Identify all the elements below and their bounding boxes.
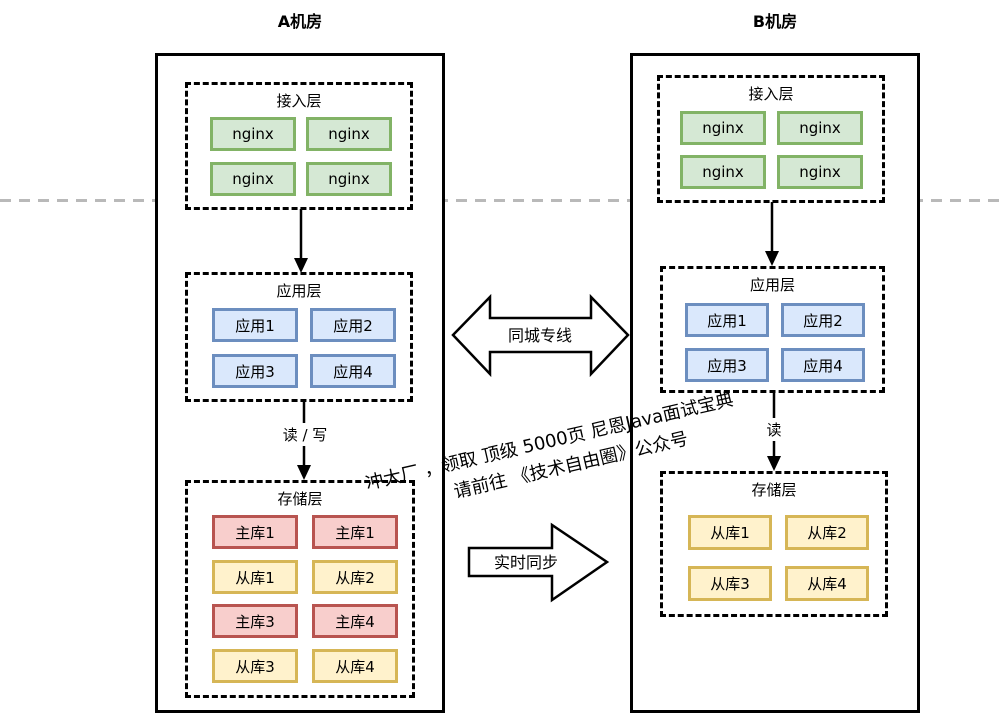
node-b-nginx-3: nginx [680,155,766,189]
layer-b-access: 接入层 [657,75,885,203]
layer-b-access-title: 接入层 [748,85,794,103]
node-b-nginx-2: nginx [777,111,863,145]
layer-b-app-title: 应用层 [749,276,795,294]
node-b-slave-2: 从库2 [785,515,869,550]
realtime-sync-label: 实时同步 [494,553,558,572]
room-b-title: B机房 [752,12,798,31]
layer-b-storage: 存储层 [660,471,888,617]
arrow-a-rw-label: 读 / 写 [270,423,340,446]
node-a-nginx-1: nginx [210,117,296,151]
node-a-slave-4: 从库4 [312,649,398,683]
node-a-master-1b: 主库1 [312,515,398,549]
intercity-line-label: 同城专线 [508,326,572,345]
node-a-nginx-4: nginx [306,162,392,196]
node-a-slave-1: 从库1 [212,560,298,594]
node-a-slave-3: 从库3 [212,649,298,683]
node-b-slave-1: 从库1 [688,515,772,550]
layer-b-app: 应用层 [660,266,885,393]
node-b-app-4: 应用4 [781,348,865,382]
dashed-divider-line [0,199,1004,202]
layer-a-access: 接入层 [185,82,413,210]
room-b-container [630,53,920,713]
node-a-app-3: 应用3 [212,354,298,388]
layer-a-storage: 存储层 [185,480,415,698]
node-a-master-3: 主库3 [212,604,298,638]
node-b-nginx-1: nginx [680,111,766,145]
node-a-nginx-3: nginx [210,162,296,196]
layer-a-access-title: 接入层 [276,92,322,110]
layer-a-app-title: 应用层 [276,282,322,300]
node-a-nginx-2: nginx [306,117,392,151]
room-a-title: A机房 [277,12,323,31]
node-b-nginx-4: nginx [777,155,863,189]
room-a-container [155,53,445,713]
node-b-slave-4: 从库4 [785,566,869,601]
arrow-b-read-label: 读 [757,418,791,441]
layer-a-storage-title: 存储层 [277,490,323,508]
intercity-line-arrow: 同城专线 [451,293,630,378]
node-a-master-1: 主库1 [212,515,298,549]
node-b-slave-3: 从库3 [688,566,772,601]
node-a-app-1: 应用1 [212,308,298,342]
node-b-app-2: 应用2 [781,303,865,337]
layer-b-storage-title: 存储层 [751,481,797,499]
node-b-app-3: 应用3 [685,348,769,382]
layer-a-app: 应用层 [185,272,413,402]
realtime-sync-arrow: 实时同步 [467,522,610,603]
node-a-slave-2: 从库2 [312,560,398,594]
arrow-b-access-to-app [765,202,779,266]
node-a-app-2: 应用2 [310,308,396,342]
node-a-master-4: 主库4 [312,604,398,638]
node-a-app-4: 应用4 [310,354,396,388]
arrow-a-access-to-app [294,209,308,273]
node-b-app-1: 应用1 [685,303,769,337]
